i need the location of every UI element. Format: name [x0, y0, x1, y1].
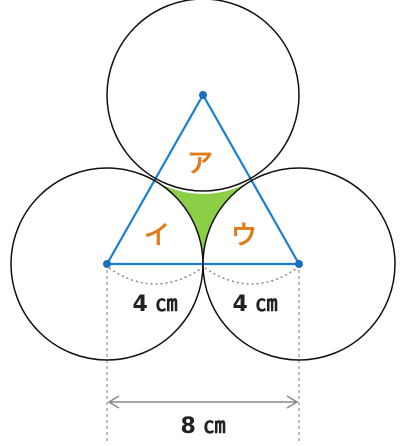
- left-radius-arc: [108, 267, 203, 285]
- dimension-arrowhead-left: [107, 395, 120, 409]
- right-radius-arc: [204, 267, 298, 285]
- right-center-dot: [295, 260, 303, 268]
- top-center-dot: [199, 91, 207, 99]
- total-width-label: 8 ㎝: [181, 414, 226, 439]
- right-circle: [202, 167, 396, 361]
- left-radius-label: 4 ㎝: [133, 292, 178, 317]
- shaded-region: [155, 181, 251, 264]
- right-radius-label: 4 ㎝: [233, 292, 278, 317]
- left-center-dot: [103, 260, 111, 268]
- region-label-top: ア: [187, 149, 213, 179]
- region-label-right: ウ: [231, 221, 257, 251]
- dimension-arrowhead-right: [286, 395, 299, 409]
- region-label-left: イ: [144, 221, 170, 251]
- top-circle: [106, 0, 300, 192]
